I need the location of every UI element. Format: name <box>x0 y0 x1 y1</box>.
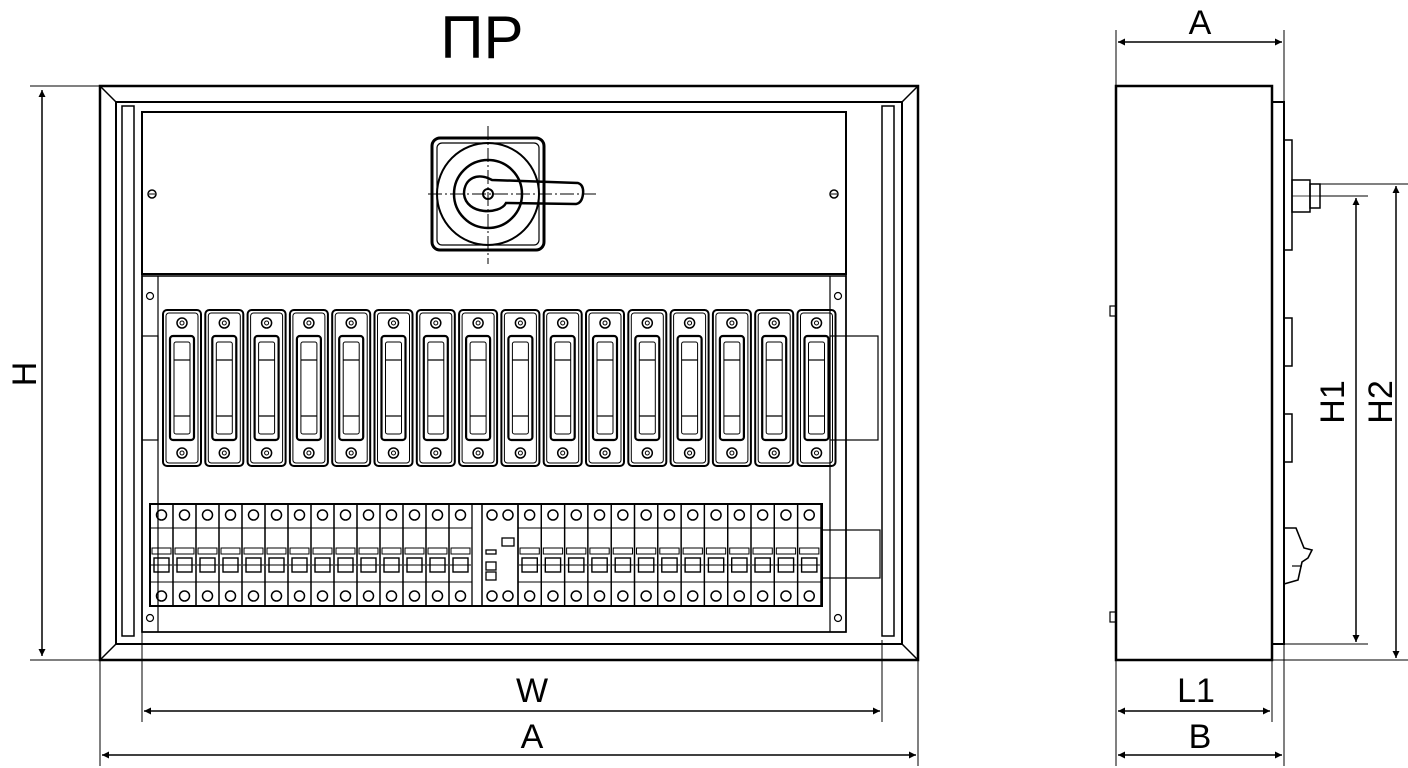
terminal-block <box>287 503 312 607</box>
fuse-holder <box>162 309 202 467</box>
terminal-block <box>218 503 243 607</box>
wall-latch-icon <box>1109 305 1117 317</box>
plate-hole-icon <box>145 291 155 301</box>
door-lock-icon <box>1283 527 1314 585</box>
dimension-a-front: A <box>99 660 919 766</box>
hinge-icon <box>1283 139 1293 251</box>
terminal-block <box>633 503 659 607</box>
terminal-block <box>680 503 706 607</box>
dim-a-front-label: A <box>521 718 544 756</box>
dim-w-label: W <box>516 672 548 710</box>
fuse-holder <box>288 309 329 467</box>
terminal-block <box>563 503 589 607</box>
fuse-holder <box>796 309 837 467</box>
din-rail-end <box>829 335 879 441</box>
switch-knob-icon <box>1291 179 1321 213</box>
lower-mounting-area <box>141 275 847 633</box>
terminal-block <box>727 503 752 607</box>
dim-l1-label: L1 <box>1177 672 1215 710</box>
fuse-holder <box>415 309 456 467</box>
terminal-block <box>796 503 822 607</box>
dimension-h: H <box>6 85 100 661</box>
wall-latch-icon <box>1109 611 1117 623</box>
din-rail-end <box>821 529 881 579</box>
terminal-block <box>750 503 775 607</box>
fuse-holder <box>246 309 287 467</box>
fuse-holder <box>373 309 414 467</box>
hinge-icon <box>1283 413 1293 463</box>
terminal-row <box>149 503 823 607</box>
terminal-block <box>448 503 473 607</box>
dimension-h1: H1 <box>1284 195 1368 645</box>
dim-h-label: H <box>6 362 44 387</box>
cover-screw-icon <box>829 189 839 199</box>
dim-h1-label: H1 <box>1314 380 1352 423</box>
terminal-block <box>703 503 729 607</box>
dimension-b: B <box>1118 644 1285 766</box>
terminal-block <box>333 503 358 607</box>
terminal-block <box>264 503 289 607</box>
enclosure-outer-frame <box>98 84 920 662</box>
fuse-holder <box>500 309 541 467</box>
left-rail <box>121 105 135 637</box>
terminal-block <box>379 503 404 607</box>
right-rail <box>881 105 895 637</box>
dimension-a-side: A <box>1115 4 1285 102</box>
side-body <box>1114 84 1274 662</box>
fuse-holder <box>627 309 668 467</box>
plate-hole-icon <box>833 291 843 301</box>
front-view: H W A <box>6 84 920 766</box>
rotary-switch-icon <box>428 126 596 264</box>
hinge-icon <box>1283 317 1293 367</box>
top-cover-panel <box>141 111 847 275</box>
dimension-l1: L1 <box>1115 660 1273 766</box>
dimension-h2: H2 <box>1272 183 1408 661</box>
terminal-block <box>310 503 335 607</box>
fuse-holder <box>754 309 795 467</box>
dim-b-label: B <box>1189 718 1212 756</box>
fuse-holder <box>204 309 245 467</box>
terminal-block <box>425 503 450 607</box>
terminal-block <box>540 503 566 607</box>
fuse-holder <box>542 309 583 467</box>
din-rail-end <box>141 335 159 441</box>
dim-h2-label: H2 <box>1362 380 1400 423</box>
terminal-block <box>241 503 266 607</box>
fuse-holder <box>585 309 625 467</box>
terminal-block <box>172 503 197 607</box>
fuse-holder <box>331 309 372 467</box>
terminal-block <box>610 503 636 607</box>
dimension-w: W <box>141 632 883 722</box>
terminal-block <box>657 503 682 607</box>
terminal-block <box>587 503 612 607</box>
terminal-block <box>517 503 542 607</box>
fuse-holder <box>458 309 499 467</box>
cover-screw-icon <box>147 189 157 199</box>
drawing-title: ПР <box>440 4 523 71</box>
enclosure-inner-frame <box>115 101 903 645</box>
fuse-holder <box>669 309 710 467</box>
side-view: A H1 H2 L1 B <box>1109 4 1408 766</box>
fuse-holder <box>711 309 752 467</box>
terminal-block <box>773 503 799 607</box>
terminal-block <box>195 503 220 607</box>
marker-block <box>481 503 519 607</box>
terminal-block <box>402 503 427 607</box>
plate-hole-icon <box>833 613 843 623</box>
dim-a-side-label: A <box>1189 4 1212 42</box>
fuse-row <box>162 309 837 467</box>
terminal-block <box>356 503 381 607</box>
side-door <box>1271 101 1285 645</box>
terminal-block <box>149 503 174 607</box>
plate-hole-icon <box>145 613 155 623</box>
